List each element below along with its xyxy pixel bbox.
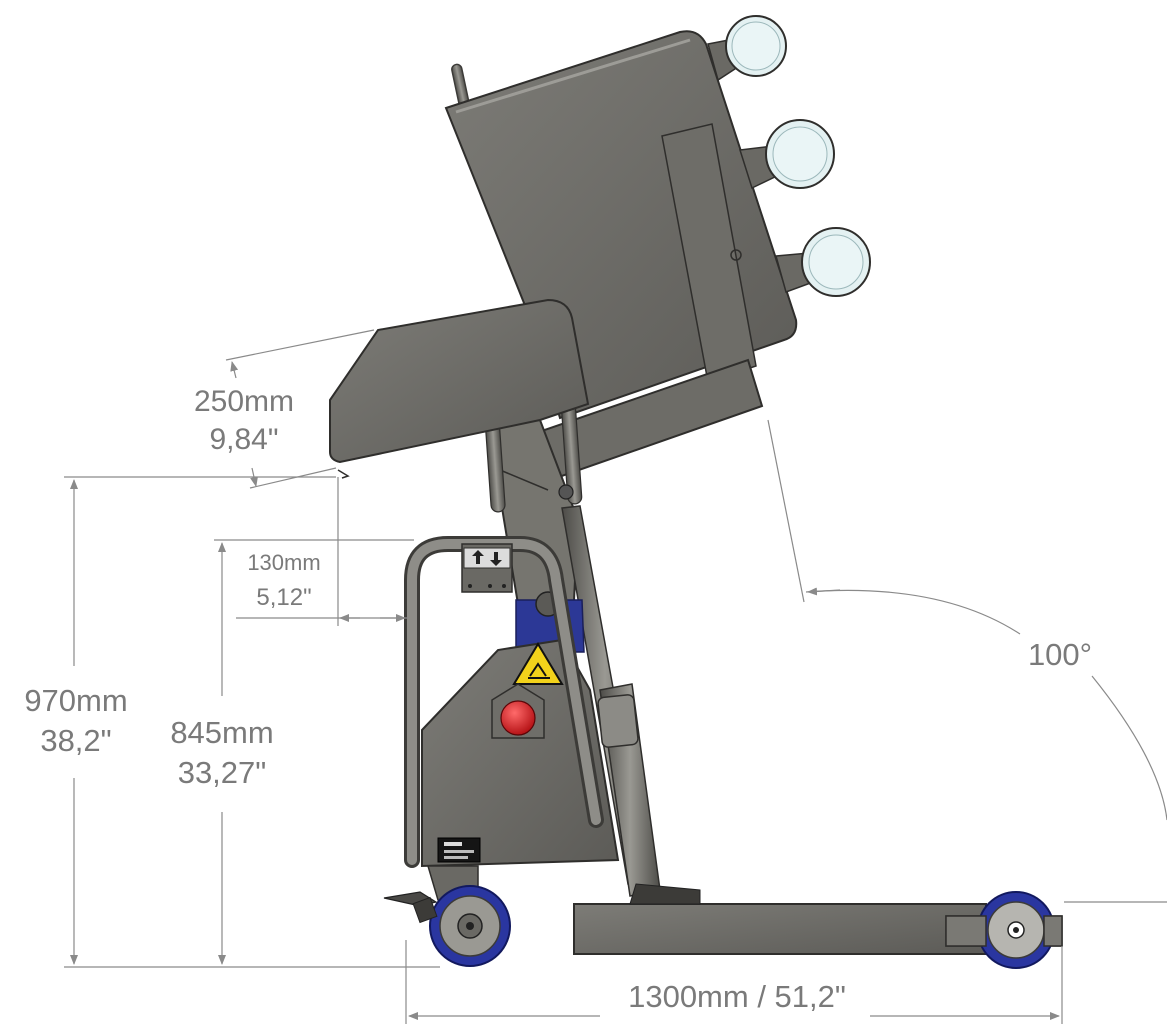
dim-250-metric: 250mm — [193, 385, 295, 418]
bin-wheel-2 — [739, 119, 835, 190]
dim-970-metric: 970mm — [14, 682, 138, 720]
dim-130-metric: 130mm — [247, 550, 321, 575]
dimension-lines — [64, 329, 1167, 1024]
dim-970-imperial: 38,2" — [14, 722, 138, 760]
base-frame — [573, 903, 987, 955]
nameplate — [437, 837, 481, 863]
discharge-chute — [329, 298, 590, 464]
rear-castor — [945, 891, 1063, 969]
emergency-stop-icon[interactable] — [491, 683, 545, 739]
bin-pivot-pin — [730, 249, 742, 261]
up-down-arrow-icon[interactable] — [461, 543, 513, 593]
front-castor — [383, 865, 511, 967]
dim-845-metric: 845mm — [160, 714, 284, 752]
bin-wheel-3 — [775, 227, 871, 297]
dim-angle: 100° — [1027, 637, 1093, 672]
dim-overall-length: 1300mm / 51,2" — [604, 978, 870, 1016]
bin-wheel-1 — [707, 15, 787, 82]
bin-side-panel — [661, 123, 757, 383]
push-handle[interactable] — [404, 536, 604, 868]
dim-845-imperial: 33,27" — [160, 754, 284, 792]
dim-250-imperial: 9,84" — [209, 423, 279, 456]
hand-crush-warning-icon — [512, 642, 564, 685]
dim-130-imperial: 5,12" — [256, 584, 312, 611]
